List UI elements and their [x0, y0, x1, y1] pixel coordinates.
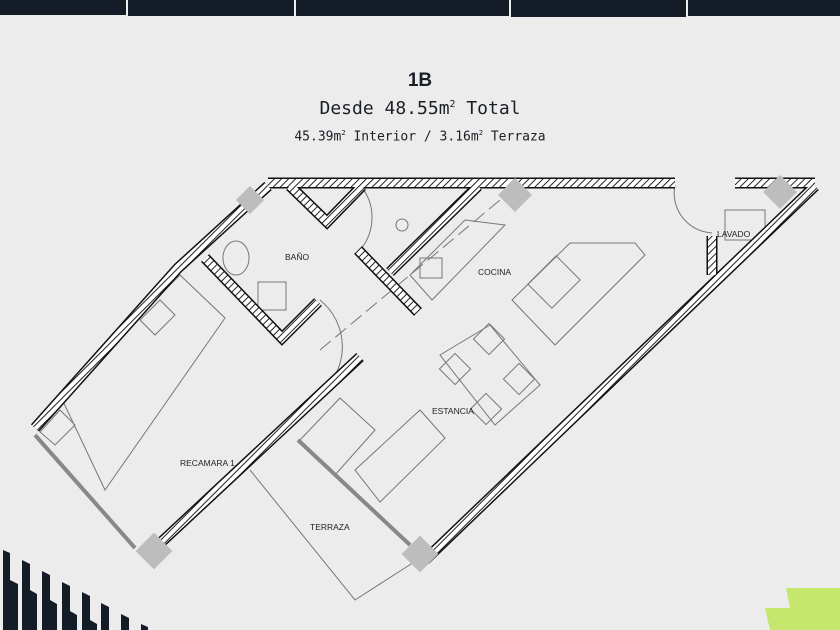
column [135, 532, 173, 570]
column [498, 178, 532, 212]
column [763, 175, 797, 209]
window [296, 438, 412, 547]
stove [527, 255, 581, 309]
chair [472, 322, 506, 356]
top-decor-bar [0, 0, 126, 15]
unit-title: 1B [407, 70, 433, 91]
room-label-estancia: ESTANCIA [432, 406, 474, 416]
toilet [222, 240, 250, 276]
column [401, 535, 439, 573]
chair [502, 362, 536, 396]
area-breakdown: 45.39m2 Interior / 3.16m2 Terraza [294, 128, 546, 145]
total-area: Desde 48.55m2 Total [319, 98, 521, 119]
entry-door-swing [673, 184, 713, 234]
sofa [354, 409, 446, 503]
room-label-lavado: LAVADO [717, 229, 751, 239]
nightstand [39, 409, 76, 446]
bottom-decor-bars [3, 550, 148, 630]
bath-sink [257, 281, 287, 311]
water-heater [395, 218, 409, 232]
accent-shape [765, 588, 840, 630]
chair [438, 352, 472, 386]
walls [30, 177, 819, 564]
nightstand [139, 299, 176, 336]
furniture [33, 184, 801, 601]
top-decor-bar [128, 0, 294, 16]
chair [469, 392, 503, 426]
terrace-outline [249, 469, 426, 601]
top-decor-bar [511, 0, 686, 17]
kitchen-counter [409, 219, 507, 301]
kitchen-island [511, 242, 646, 346]
room-label-recamara: RECAMARA 1 [180, 458, 235, 468]
top-decor-bar [296, 0, 509, 16]
closet-door-swing [359, 184, 373, 251]
top-decor-bar [688, 0, 840, 16]
room-label-bano: BAÑO [285, 252, 309, 262]
room-label-terraza: TERRAZA [310, 522, 350, 532]
dining-table [439, 324, 541, 426]
room-label-cocina: COCINA [478, 267, 511, 277]
window [33, 433, 137, 550]
